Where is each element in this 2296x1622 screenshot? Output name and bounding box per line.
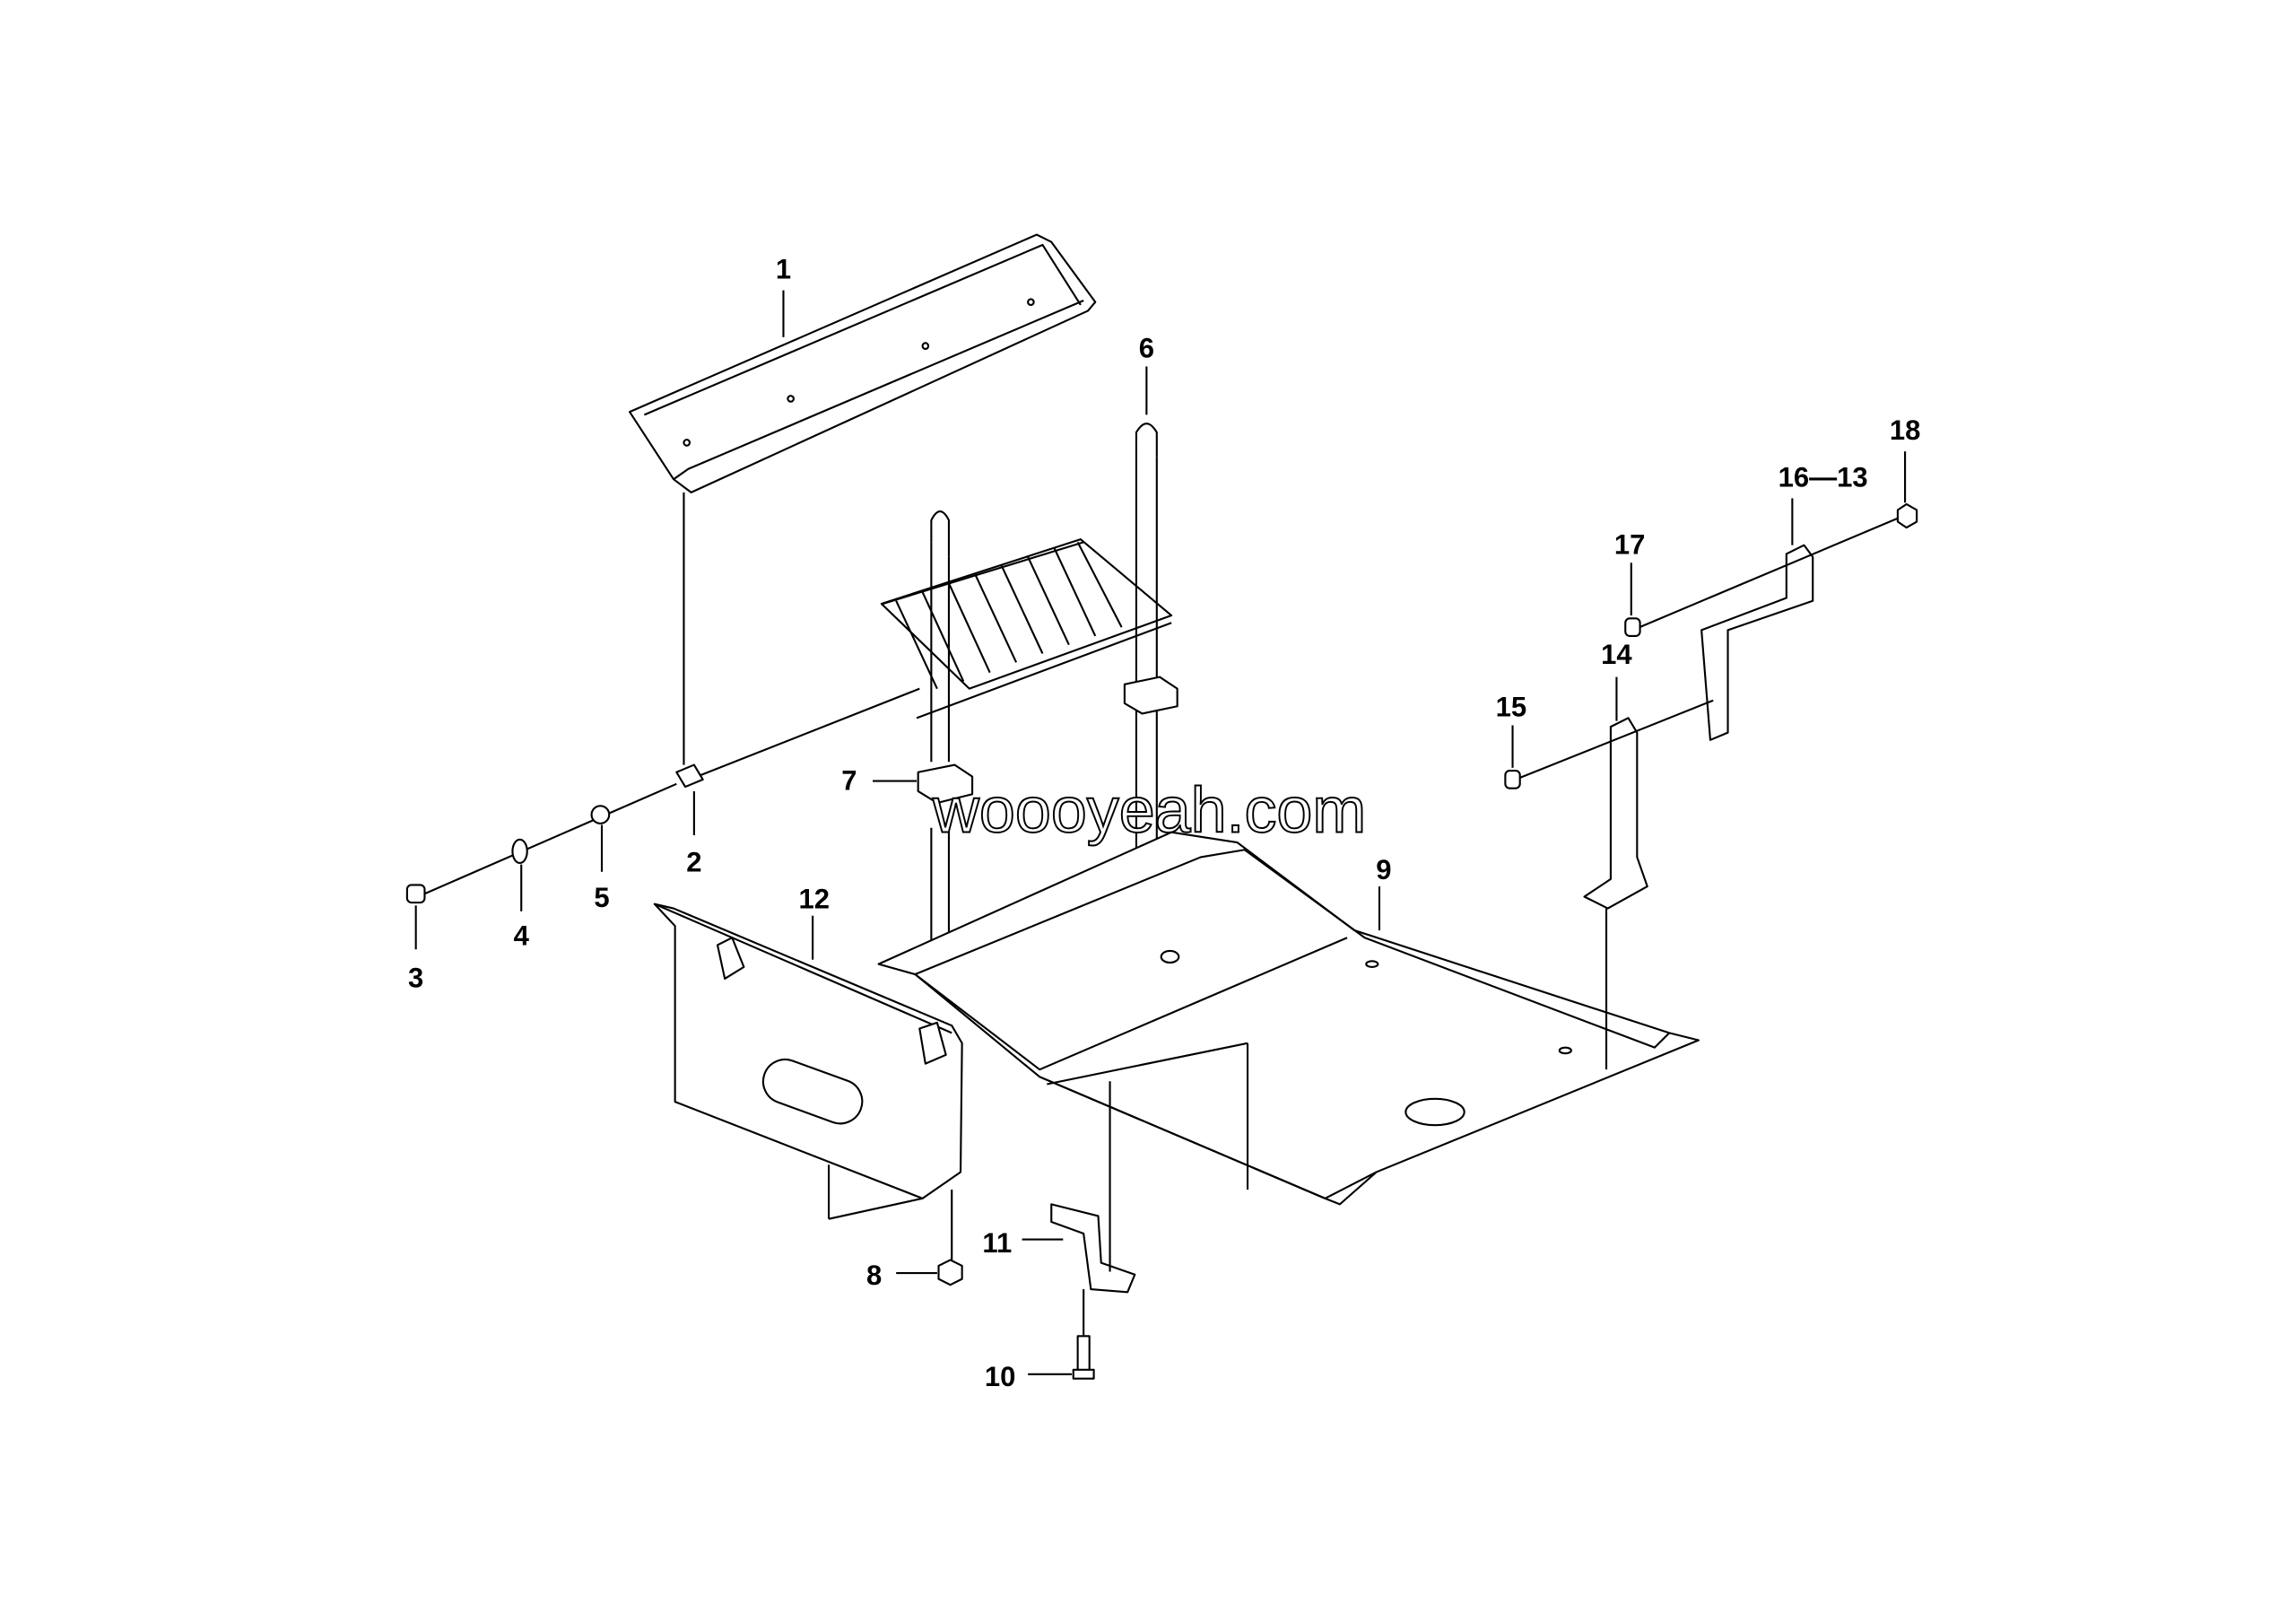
callout-1: 1 [776, 254, 791, 285]
callout-6: 6 [1139, 333, 1154, 364]
callout-3: 3 [408, 963, 423, 994]
part-1-cover-plate [628, 233, 1097, 765]
callout-2: 2 [686, 847, 701, 878]
callout-15: 15 [1496, 692, 1527, 723]
callout-11: 11 [982, 1227, 1012, 1259]
callout-9: 9 [1376, 854, 1391, 885]
callout-4: 4 [514, 920, 530, 951]
fasteners-2-3-4-5 [405, 763, 704, 950]
callout-17: 17 [1614, 528, 1645, 560]
callout-14: 14 [1601, 639, 1632, 670]
callout-10: 10 [985, 1361, 1016, 1392]
callout-12: 12 [799, 884, 831, 915]
callout-8: 8 [866, 1260, 882, 1291]
callout-5: 5 [594, 882, 609, 913]
parts-13-18-brackets [1504, 451, 1918, 1070]
part-rack [696, 538, 1173, 778]
part-12-side-plate [653, 903, 963, 1260]
fasteners-8-10-11 [896, 1081, 1136, 1380]
watermark: woooyeah.com [932, 775, 1366, 847]
part-6-u-bolts [930, 366, 1158, 946]
callout-7: 7 [841, 764, 857, 796]
part-7-clamps [873, 676, 1178, 805]
callout-16-13: 16—13 [1779, 461, 1868, 493]
part-9-floor-plate [877, 831, 1700, 1206]
callout-18: 18 [1890, 414, 1921, 446]
